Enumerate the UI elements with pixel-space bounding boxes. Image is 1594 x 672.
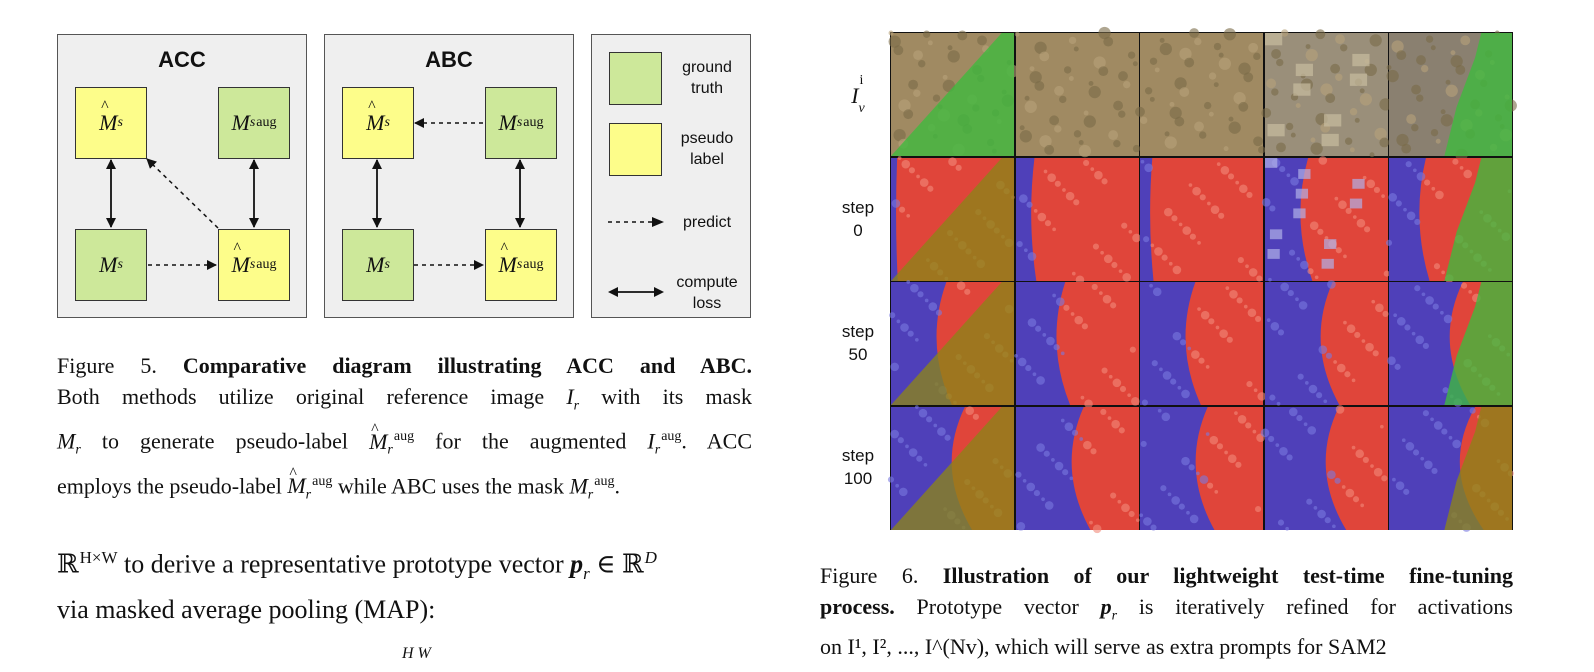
legend-double-arrow-icon xyxy=(608,287,664,297)
acc-pseudo-mask-s: Ms xyxy=(75,87,147,159)
grid-cell-input-col-4 xyxy=(1260,29,1392,158)
legend-pseudo-label-swatch xyxy=(609,123,662,176)
grid-cell-step-50-col-3 xyxy=(1140,282,1267,406)
grid-cell-step-100-col-1 xyxy=(887,404,1014,530)
grid-cell-step-100-col-3 xyxy=(1139,406,1265,531)
activation-grid xyxy=(887,26,1517,533)
grid-cell-step-50-col-2 xyxy=(1013,282,1140,409)
grid-cell-step-50-col-4 xyxy=(1264,280,1389,406)
grid-cell-step-50-col-5 xyxy=(1387,282,1512,407)
grid-cell-step-100-col-2 xyxy=(1014,406,1140,533)
grid-cell-step-0-col-1 xyxy=(891,155,1015,281)
figure-6-caption: Figure 6. Illustration of our lightweigh… xyxy=(820,563,1513,660)
legend-ground-truth-label: ground truth xyxy=(682,59,732,97)
grid-cell-step-0-col-4 xyxy=(1261,155,1390,282)
grid-cell-step-0-col-3 xyxy=(1140,157,1263,282)
grid-cell-input-col-2 xyxy=(1014,26,1140,158)
legend-compute-loss-label: compute loss xyxy=(676,274,738,312)
grid-cell-step-0-col-2 xyxy=(1015,157,1141,284)
legend-dashed-arrow-icon xyxy=(608,217,664,227)
acc-diagonal-predict-arrow xyxy=(146,158,219,229)
legend-pseudo-label-label: pseudo label xyxy=(680,130,734,168)
figure-5-caption: Figure 5. Comparative diagram illustrati… xyxy=(57,350,752,511)
grid-cell-step-0-col-5 xyxy=(1385,157,1512,283)
grid-cell-step-100-col-5 xyxy=(1389,406,1514,532)
abc-pseudo-mask-s: Ms xyxy=(342,87,414,159)
row-label-step-0: step 0 xyxy=(841,198,875,240)
grid-cell-input-col-1 xyxy=(888,30,1019,156)
abc-panel-title: ABC xyxy=(425,47,473,72)
grid-cell-step-50-col-1 xyxy=(889,280,1014,405)
row-label-step-50: step 50 xyxy=(841,322,875,364)
legend-predict-label: predict xyxy=(682,214,732,231)
grid-cell-input-col-5 xyxy=(1386,30,1517,161)
fig5-arrows xyxy=(106,118,525,270)
acc-panel-title: ACC xyxy=(158,47,206,72)
row-label-step-100: step 100 xyxy=(841,446,875,488)
legend-panel: ground truth pseudo label predict comput… xyxy=(591,34,751,318)
grid-cell-input-col-3 xyxy=(1135,28,1266,156)
grid-cell-step-100-col-4 xyxy=(1260,404,1388,531)
legend-ground-truth-swatch xyxy=(609,52,662,105)
body-text: ℝH×W to derive a representative prototyp… xyxy=(57,548,657,662)
